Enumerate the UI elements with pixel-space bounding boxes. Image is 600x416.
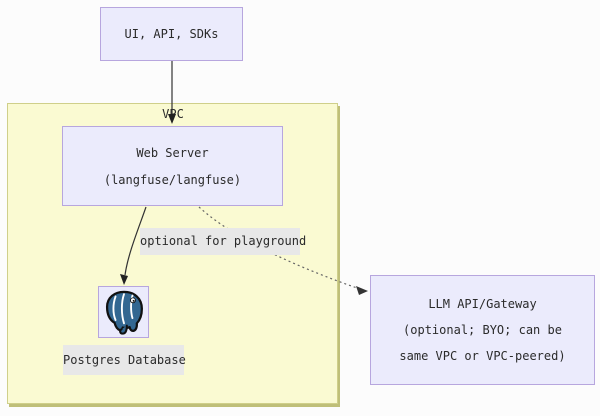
node-postgres (98, 286, 149, 338)
node-ui-api-sdks-label: UI, API, SDKs (124, 27, 219, 41)
node-web-server: Web Server (langfuse/langfuse) (62, 126, 283, 206)
postgres-label: Postgres Database (63, 345, 186, 375)
node-llm-gateway-note1: (optional; BYO; can be (403, 323, 562, 337)
node-web-server-subtitle: (langfuse/langfuse) (103, 172, 242, 187)
vpc-label: VPC (162, 107, 184, 121)
node-web-server-title: Web Server (136, 145, 209, 160)
edge-label-playground: optional for playground (140, 228, 306, 255)
node-llm-gateway-note2: same VPC or VPC-peered) (399, 349, 566, 363)
node-llm-gateway-title: LLM API/Gateway (428, 297, 537, 311)
node-ui-api-sdks: UI, API, SDKs (100, 7, 243, 61)
node-llm-gateway: LLM API/Gateway (optional; BYO; can be s… (370, 275, 595, 385)
postgresql-elephant-icon (105, 290, 143, 335)
